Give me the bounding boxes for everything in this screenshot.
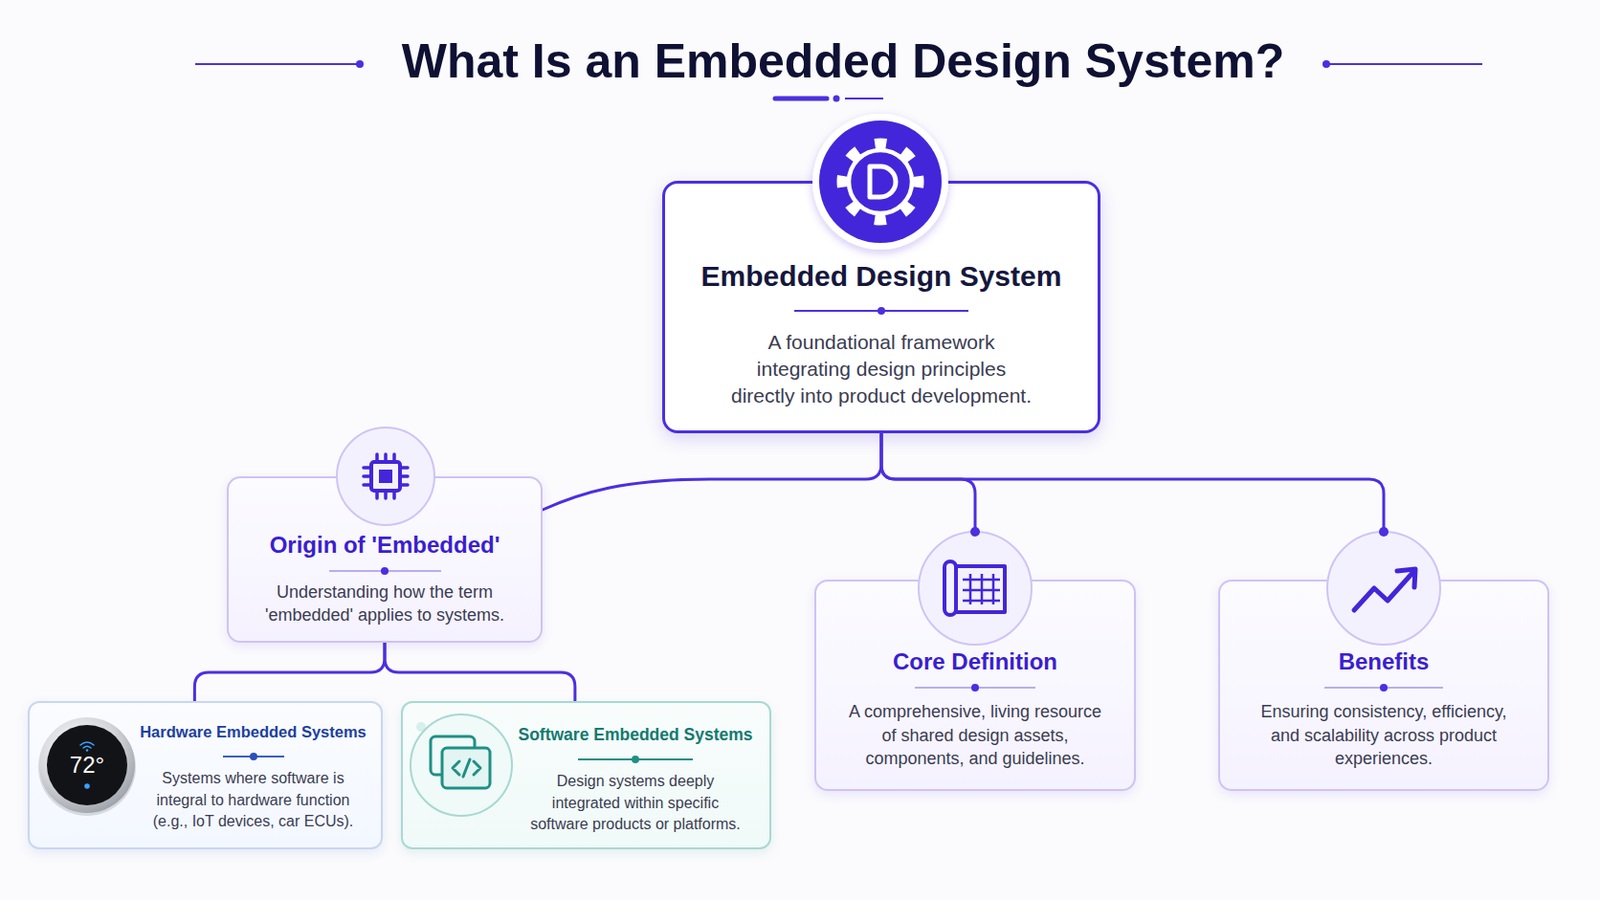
divider-dot: [380, 567, 389, 576]
display-reading: 72°: [48, 752, 126, 779]
divider-dot: [971, 684, 979, 692]
box-heading: Hardware Embedded Systems: [139, 721, 367, 743]
divider-dot: [631, 755, 640, 764]
divider: [914, 683, 1036, 693]
box-body: Systems where software is integral to ha…: [145, 768, 361, 834]
connector-line: [194, 643, 385, 702]
box-heading: Benefits: [1338, 647, 1430, 677]
title-rule: [1326, 63, 1483, 66]
title-underline: [844, 97, 884, 100]
connector-line: [881, 433, 976, 580]
box-heading: Embedded Design System: [701, 259, 1063, 294]
box-heading: Software Embedded Systems: [517, 724, 753, 746]
divider-dot: [249, 753, 258, 761]
box-body: A comprehensive, living resource of shar…: [844, 700, 1108, 772]
concept-box: Software Embedded SystemsDesign systems …: [400, 701, 772, 850]
concept-box: BenefitsEnsuring consistency, efficiency…: [1218, 579, 1550, 792]
connector-dot: [1378, 527, 1389, 537]
divider: [1324, 683, 1444, 693]
divider: [329, 566, 442, 577]
title-rule: [195, 63, 360, 66]
box-body: Understanding how the term 'embedded' ap…: [260, 580, 510, 627]
box-heading: Core Definition: [892, 647, 1058, 677]
box-body: Ensuring consistency, efficiency, and sc…: [1252, 700, 1516, 772]
concept-box: Origin of 'Embedded' Understanding how th…: [226, 476, 543, 644]
divider: [222, 752, 285, 762]
main-box: Embedded Design System A foundational fra…: [662, 180, 1101, 434]
concept-box: Core Definition A comprehensive, living r…: [814, 579, 1136, 792]
connector-dot: [970, 527, 980, 537]
underline-dot: [833, 95, 841, 103]
connector-line: [384, 643, 576, 702]
divider-dot: [1379, 684, 1388, 692]
connector-line: [881, 433, 1384, 580]
box-heading: Origin of 'Embedded': [269, 531, 501, 560]
divider-dot: [877, 307, 886, 315]
diagram-title: What Is an Embedded Design System?: [364, 32, 1322, 90]
title-underline: [775, 96, 827, 102]
rule-dot: [1322, 60, 1331, 68]
divider: [794, 306, 969, 316]
rule-dot: [355, 60, 364, 68]
connector-line: [542, 433, 882, 511]
divider: [577, 755, 693, 765]
box-body: Design systems deeply integrated within …: [525, 771, 746, 837]
box-body: A foundational framework integrating des…: [729, 329, 1034, 410]
